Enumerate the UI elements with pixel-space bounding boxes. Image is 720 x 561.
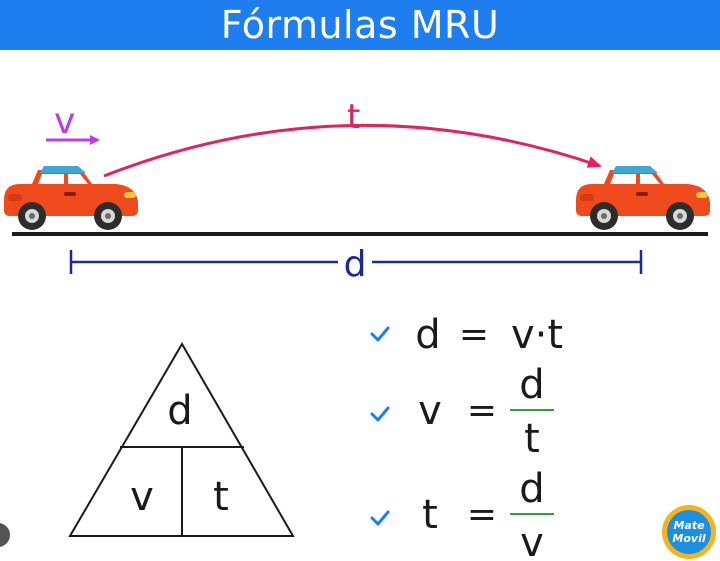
logo-text-line2: Movil	[672, 532, 705, 545]
car-start-icon	[4, 166, 138, 230]
page-title: Fórmulas MRU	[220, 3, 500, 47]
formula-equals: =	[459, 314, 489, 355]
triangle-top-label: d	[167, 388, 192, 434]
check-icon	[370, 406, 390, 422]
time-arc	[103, 123, 602, 178]
formula-velocity: v = d t	[370, 362, 554, 462]
fraction-numerator: d	[519, 362, 544, 408]
formula-equals: =	[467, 494, 497, 535]
check-icon	[370, 510, 390, 526]
fraction-denominator: v	[520, 520, 544, 561]
formula-distance: d = v·t	[370, 312, 563, 358]
formula-rhs: v·t	[511, 312, 563, 358]
triangle-bottom-right-label: t	[213, 474, 229, 520]
car-end-icon	[576, 166, 710, 230]
velocity-label: v	[54, 101, 75, 142]
fraction-numerator: d	[519, 466, 544, 512]
triangle-bottom-left-label: v	[130, 474, 154, 520]
scroll-handle[interactable]	[0, 523, 10, 547]
formula-equals: =	[467, 390, 497, 431]
formula-lhs: v	[418, 388, 442, 434]
logo-text-line1: Mate	[673, 519, 705, 532]
formula-lhs: d	[415, 312, 440, 358]
formula-lhs: t	[422, 492, 438, 538]
formula-time: t = d v	[370, 466, 554, 561]
fraction-denominator: t	[524, 416, 540, 462]
time-label: t	[347, 97, 360, 137]
title-bar: Fórmulas MRU	[0, 0, 720, 50]
check-icon	[370, 326, 390, 342]
matemovil-logo: Mate Movil	[662, 505, 716, 559]
distance-label: d	[344, 244, 367, 285]
